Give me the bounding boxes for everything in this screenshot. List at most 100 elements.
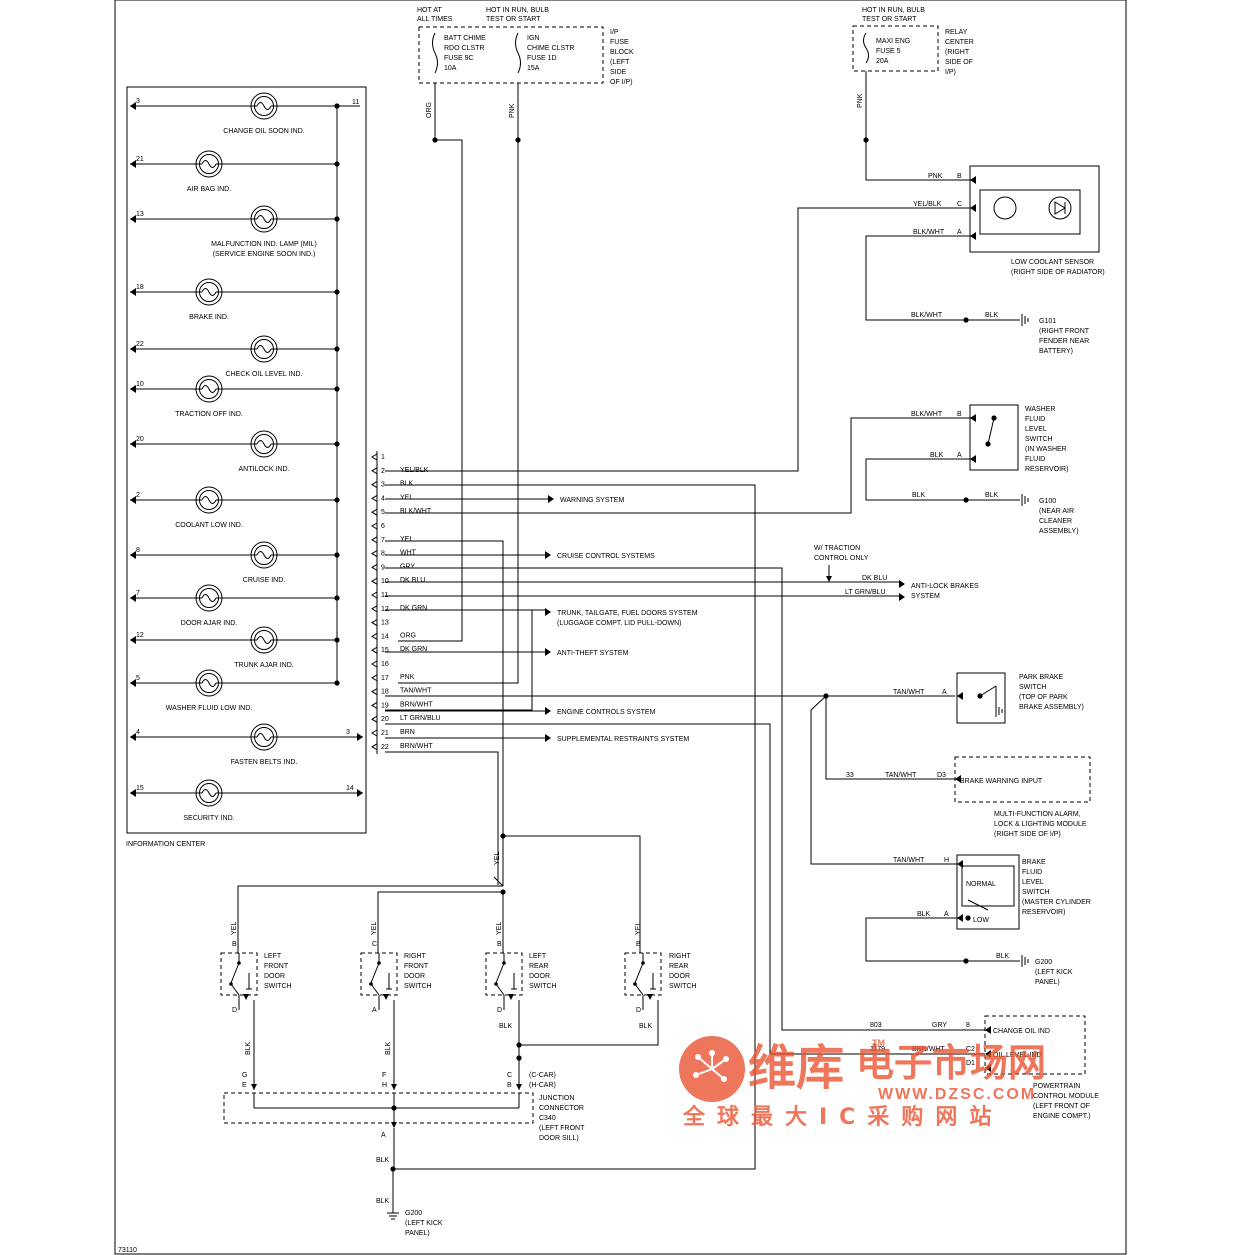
lamp-filament	[256, 551, 272, 559]
g101-label: G101	[1039, 318, 1056, 325]
arrow-icon	[957, 692, 963, 700]
door-switch-yel: YEL	[231, 922, 238, 935]
coolant-pin: B	[957, 173, 962, 180]
connector-wire: YEL	[400, 536, 413, 543]
door-switch-pin-top: B	[636, 941, 641, 948]
pcm-wire-num: 803	[870, 1022, 882, 1029]
yel-blk-wire	[385, 207, 970, 472]
door-switch-yel: YEL	[371, 922, 378, 935]
indicator-pin: 4	[136, 729, 140, 736]
arrow-icon	[957, 860, 963, 868]
connector-pin-num: 3	[381, 482, 385, 489]
connector-wire: LT GRN/BLU	[400, 715, 441, 722]
fuse-hot-label: HOT AT	[417, 7, 442, 14]
mfa-module-label: MULTI-FUNCTION ALARM,	[994, 811, 1081, 818]
pcm-wire: GRY	[932, 1022, 947, 1029]
brake-fluid-normal: NORMAL	[966, 881, 996, 888]
brake-warning-wire	[825, 696, 955, 780]
indicator-pin: 21	[136, 156, 144, 163]
coolant-ground-wire	[865, 235, 970, 321]
switch-lead	[370, 983, 380, 996]
g100-label: G100	[1039, 498, 1056, 505]
g101-label: FENDER NEAR	[1039, 338, 1089, 345]
splice-dot	[965, 915, 971, 921]
indicator-label: BRAKE IND.	[189, 314, 229, 321]
indicator-lamp-icon	[195, 278, 223, 306]
connector-pin-num: 5	[381, 509, 385, 516]
pcm-module-label: CONTROL MODULE	[1033, 1093, 1099, 1100]
antilock-arrow-icon	[899, 593, 905, 601]
g200-right-ground-icon	[1021, 955, 1029, 967]
brake-fluid-wire: BLK	[917, 911, 931, 918]
indicator-lamp-icon	[250, 335, 278, 363]
antilock-arrow-icon	[899, 580, 905, 588]
trunk-arrow-icon	[545, 608, 551, 616]
fuse-5-label: MAXI ENG	[876, 38, 910, 45]
indicator-pin-arrow-icon	[130, 440, 136, 448]
indicator-lamp-icon	[250, 626, 278, 654]
engine-system-label: ENGINE CONTROLS SYSTEM	[557, 709, 656, 716]
connector-pin-icon	[371, 466, 378, 475]
switch-lead	[495, 983, 505, 996]
indicator-lamp-icon	[195, 486, 223, 514]
pcm-pin: C2	[966, 1046, 975, 1053]
connector-pin-icon	[371, 522, 378, 530]
connector-pin-icon	[371, 480, 378, 489]
fuse-9c-label: 10A	[444, 65, 457, 72]
connector-arrow-icon	[516, 1084, 522, 1090]
door-blk-label: BLK	[499, 1023, 513, 1030]
connector-wire: TAN/WHT	[400, 688, 432, 695]
door-switch-label: SWITCH	[669, 983, 697, 990]
antitheft-system-arrow-icon	[545, 648, 551, 656]
switch-contact	[377, 961, 381, 965]
switch-contact	[502, 961, 506, 965]
park-brake-pin: A	[942, 689, 947, 696]
junction-pin-bottom: H	[382, 1082, 387, 1089]
wire-pnk-label: PNK	[509, 103, 516, 118]
splice-dot	[334, 386, 340, 392]
splice-dot	[963, 497, 969, 503]
connector-wire: DK GRN	[400, 646, 427, 653]
lamp-filament	[256, 345, 272, 353]
splice-dot	[334, 552, 340, 558]
watermark-cn-main: 维库	[748, 1040, 844, 1096]
park-brake-switch	[956, 672, 1006, 724]
connector-arrow-icon	[647, 994, 653, 1000]
brake-warning-pin: D3	[937, 772, 946, 779]
indicator-label: SECURITY IND.	[183, 815, 234, 822]
door-switch-label: FRONT	[404, 963, 429, 970]
coolant-pin: A	[957, 229, 962, 236]
coolant-pin: C	[957, 201, 962, 208]
indicator-label: MALFUNCTION IND. LAMP (MIL)	[211, 241, 317, 248]
fuse-1d-icon	[515, 32, 521, 74]
information-center-label: INFORMATION CENTER	[126, 841, 205, 848]
cruise-system-label: CRUISE CONTROL SYSTEMS	[557, 553, 655, 560]
coolant-diode-triangle	[1054, 201, 1066, 215]
indicator-label: AIR BAG IND.	[187, 186, 231, 193]
pcm-wire-num: 1179	[870, 1046, 885, 1053]
brake-fluid-switch	[956, 854, 1020, 930]
antitheft-system-label: ANTI-THEFT SYSTEM	[557, 650, 629, 657]
traction-arrow-icon	[826, 576, 832, 582]
splice-dot	[863, 137, 869, 143]
junction-pin-top: G	[242, 1072, 247, 1079]
connector-wire: DK BLU	[400, 577, 425, 584]
lamp-filament	[256, 440, 272, 448]
connector-pin-num: 22	[381, 744, 389, 751]
lamp-filament	[256, 215, 272, 223]
door-switch-label: DOOR	[264, 973, 285, 980]
brake-fluid-ground-wire	[865, 917, 966, 962]
watermark: 维库电子市场网TMWWW.DZSC.COM全球最大IC采购网站	[679, 1036, 1046, 1130]
connector-pin-num: 7	[381, 537, 385, 544]
indicator-label: DOOR AJAR IND.	[181, 620, 237, 627]
indicator-lamp-icon	[195, 584, 223, 612]
connector-wire: ORG	[400, 632, 416, 639]
fuse-hot-label: HOT IN RUN, BULB	[486, 7, 549, 14]
connector-wire: YEL/BLK	[400, 467, 429, 474]
g101-ground-icon	[1021, 314, 1029, 326]
splice-dot	[963, 317, 969, 323]
left-front-feed	[237, 885, 503, 953]
door-switch-pin-bottom: D	[497, 1007, 502, 1014]
ip-fuse-block-label: OF I/P)	[610, 79, 633, 86]
ip-fuse-block-label: I/P	[610, 29, 619, 36]
